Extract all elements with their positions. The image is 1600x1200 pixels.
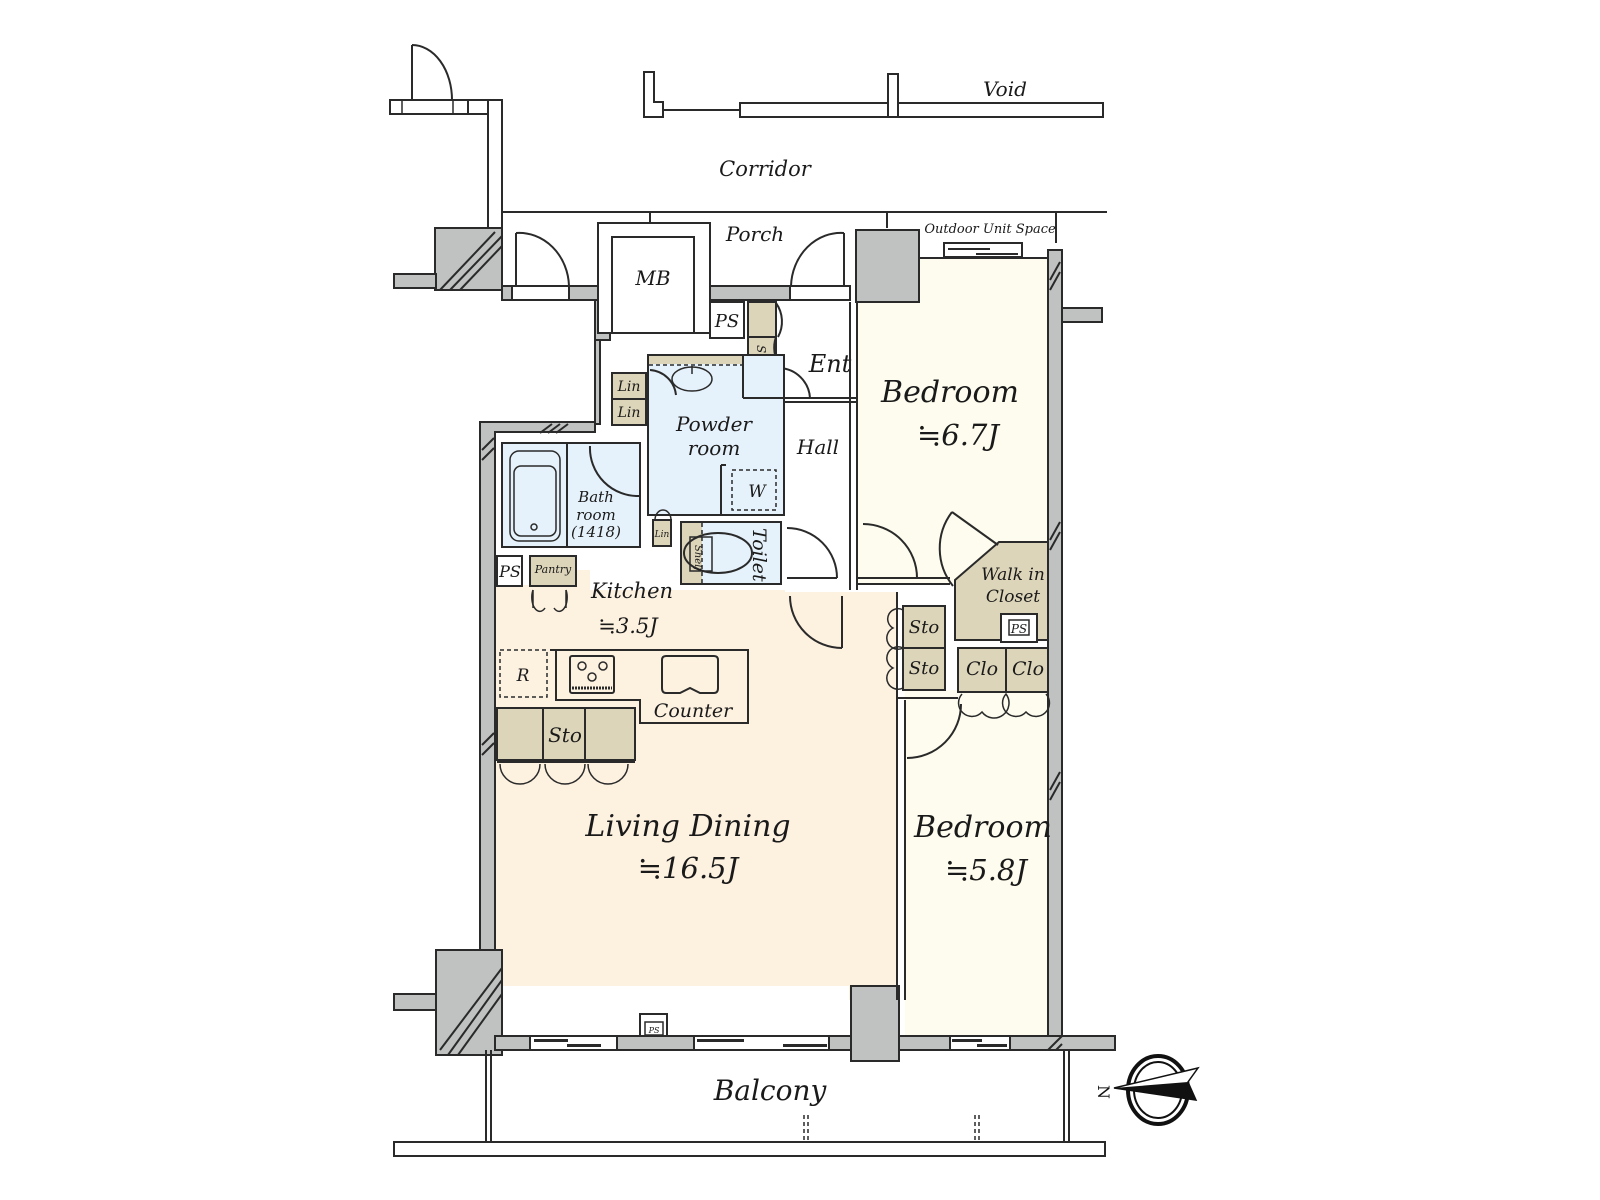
ps-closet bbox=[1000, 613, 1038, 643]
bedroom1-label: Bedroom bbox=[880, 375, 1019, 410]
bathroom-label: Bath bbox=[577, 488, 614, 506]
svg-text:Clo: Clo bbox=[1012, 658, 1044, 680]
corridor-door bbox=[389, 44, 503, 233]
svg-text:Lin: Lin bbox=[617, 405, 641, 421]
bedroom2-area-label: ≒5.8J bbox=[945, 853, 1028, 887]
kitchen-area: ≒3.5J bbox=[598, 614, 659, 638]
compass-icon bbox=[1113, 1054, 1200, 1126]
balcony-label: Balcony bbox=[713, 1074, 828, 1107]
balcony bbox=[393, 1050, 1106, 1157]
fridge-label: R bbox=[516, 666, 530, 686]
svg-text:Sto: Sto bbox=[909, 617, 940, 638]
svg-text:room: room bbox=[576, 506, 615, 524]
svg-text:PS: PS bbox=[714, 311, 739, 332]
mb-label: MB bbox=[634, 266, 670, 290]
linen-1 bbox=[611, 372, 647, 400]
shelf-label: Shelf bbox=[692, 545, 703, 573]
ent-label: Ent bbox=[808, 350, 852, 378]
svg-text:PS: PS bbox=[1010, 622, 1027, 636]
ps-kitchen bbox=[496, 555, 523, 587]
bathroom bbox=[501, 442, 641, 548]
void-label: Void bbox=[983, 77, 1027, 101]
washer-label: W bbox=[748, 482, 767, 502]
svg-text:PS: PS bbox=[648, 1026, 660, 1035]
outdoor-unit-label: Outdoor Unit Space bbox=[924, 222, 1056, 237]
svg-text:(1418): (1418) bbox=[571, 523, 621, 541]
svg-text:Sto: Sto bbox=[548, 723, 582, 747]
living-dining-label: Living Dining bbox=[584, 809, 790, 844]
svg-text:Closet: Closet bbox=[986, 587, 1040, 607]
powder-room-label: Powder bbox=[675, 412, 753, 436]
svg-text:Walk in: Walk in bbox=[981, 565, 1045, 585]
closet-2 bbox=[1005, 647, 1049, 693]
svg-text:Pantry: Pantry bbox=[534, 563, 572, 576]
svg-text:Lin: Lin bbox=[617, 379, 641, 395]
ps-entry bbox=[709, 301, 745, 339]
linen-3 bbox=[652, 519, 672, 547]
bedroom2-area bbox=[905, 690, 1048, 1035]
svg-text:Lin: Lin bbox=[654, 530, 670, 540]
kitchen-label: Kitchen bbox=[590, 579, 673, 603]
svg-text:room: room bbox=[688, 436, 741, 460]
storage-2 bbox=[902, 647, 946, 691]
ps-living bbox=[639, 1013, 668, 1037]
kitchen-storage bbox=[496, 707, 636, 761]
pantry bbox=[529, 555, 577, 587]
linen-2 bbox=[611, 398, 647, 426]
windows bbox=[529, 242, 1023, 1051]
svg-text:Sto: Sto bbox=[909, 658, 940, 679]
living-dining-area bbox=[495, 570, 897, 1000]
porch-label: Porch bbox=[725, 222, 784, 246]
bedroom2-label: Bedroom bbox=[913, 810, 1052, 845]
bedroom1-area-label: ≒6.7J bbox=[917, 418, 1000, 452]
closet-1 bbox=[957, 647, 1007, 693]
bedroom1-area bbox=[858, 258, 1048, 583]
porch-doors bbox=[501, 222, 851, 334]
corridor-label: Corridor bbox=[719, 157, 813, 181]
counter-label: Counter bbox=[654, 700, 734, 722]
hall-label: Hall bbox=[796, 435, 839, 459]
svg-text:PS: PS bbox=[498, 562, 521, 581]
svg-text:Clo: Clo bbox=[966, 658, 998, 680]
toilet-label: Toilet bbox=[748, 528, 770, 582]
void-wall bbox=[643, 71, 1104, 118]
compass-north-label: N bbox=[1094, 1085, 1113, 1099]
living-dining-area-label: ≒16.5J bbox=[638, 851, 740, 885]
